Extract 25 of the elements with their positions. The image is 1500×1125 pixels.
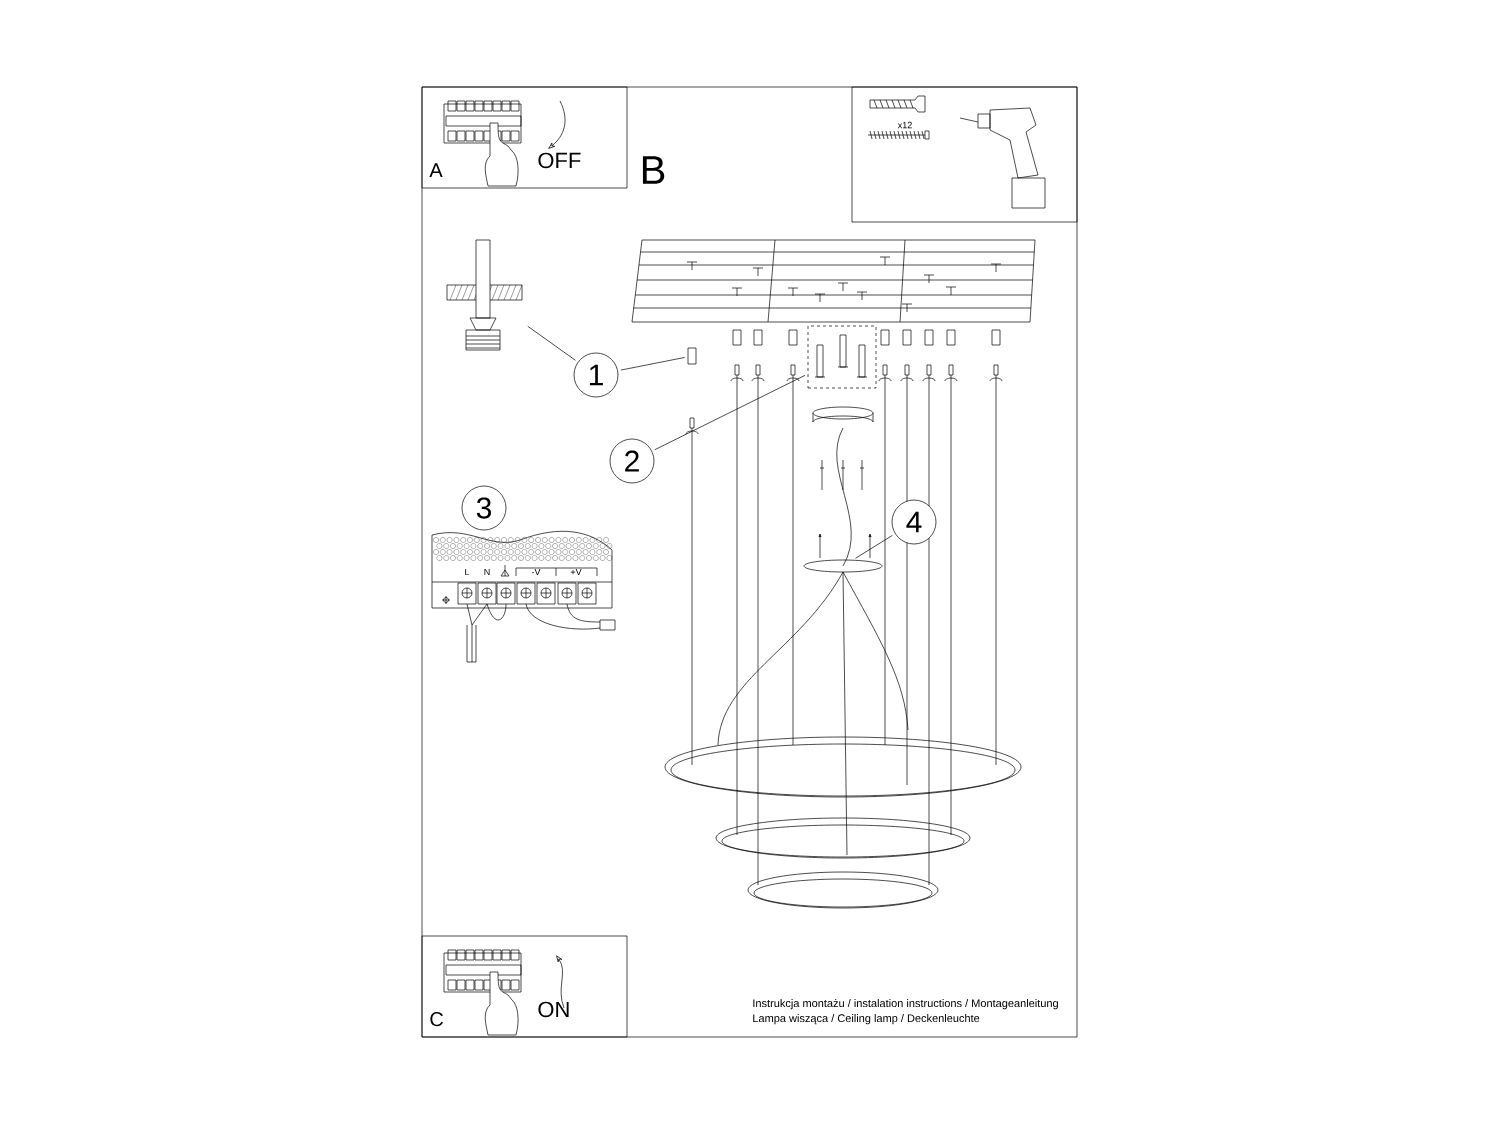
node-label: OFF [538,152,581,169]
terminal-label: +V [570,568,582,576]
node-label: ON [538,1001,569,1018]
callout-number: 4 [891,499,937,545]
callout-number: 1 [573,352,619,398]
node-label: C [430,1012,444,1027]
leader-line [855,535,893,559]
instruction-panel: A OFF [421,86,628,189]
terminal-label: L [465,568,470,576]
node-label: A [429,163,443,177]
tools-panel: x12 [851,86,1078,223]
terminal-label: -V [531,568,541,576]
callout-number: 3 [461,485,507,531]
leader-line [654,375,806,451]
footer-text: Instrukcja montażu / instalation instructions / Montageanleitung [753,999,1058,1010]
anchor-detail-drawing [446,239,523,351]
instruction-panel: C ON [421,935,628,1038]
callout-number: 2 [609,438,655,484]
wall-plug [687,347,697,365]
terminal-label: N [484,568,490,576]
footer-text: Lampa wisząca / Ceiling lamp / Deckenleuchte [753,1014,980,1025]
leader-line [527,325,576,361]
screw-group-box [807,325,877,389]
canopy-plate [803,559,883,573]
leader-line [620,357,686,371]
